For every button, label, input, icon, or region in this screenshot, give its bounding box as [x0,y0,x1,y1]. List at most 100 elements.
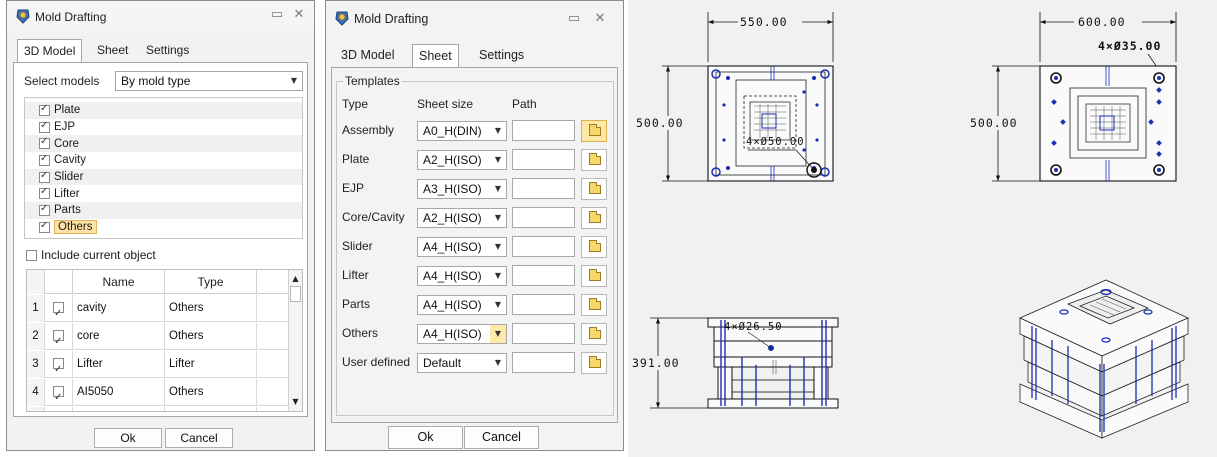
isometric-view [1019,279,1189,439]
tree-item-selected[interactable]: Others [25,219,302,236]
sheet-size-combo[interactable]: A0_H(DIN)▼ [417,121,507,141]
sheet-size-value: A4_H(ISO) [423,269,482,283]
tree-checkbox[interactable] [39,103,50,116]
sheet-size-combo[interactable]: A2_H(ISO)▼ [417,208,507,228]
path-input[interactable] [512,149,575,170]
include-current-object[interactable]: Include current object [26,248,156,262]
browse-button[interactable] [581,265,607,287]
table-row[interactable]: 1 cavity Others [27,295,289,327]
tree-checkbox[interactable] [39,203,50,216]
scroll-thumb[interactable] [290,286,301,302]
row-checkbox[interactable] [53,328,64,355]
tree-item[interactable]: Core [25,135,302,153]
path-input[interactable] [512,294,575,315]
sheet-size-combo[interactable]: A4_H(ISO)▼ [417,237,507,257]
top-left-plan-view: 550.00 500.00 [636,12,834,182]
row-number: 1 [27,295,45,322]
title-bar[interactable]: Mold Drafting ▭ ✕ [7,1,314,31]
close-icon[interactable]: ✕ [594,11,606,26]
ok-button[interactable]: Ok [388,426,463,449]
sheet-size-combo[interactable]: A2_H(ISO)▼ [417,150,507,170]
tree-checkbox[interactable] [39,170,50,183]
path-input[interactable] [512,207,575,228]
sheet-size-combo[interactable]: A4_H(ISO)▼ [417,266,507,286]
path-input[interactable] [512,265,575,286]
cancel-button[interactable]: Cancel [464,426,539,449]
title-bar[interactable]: Mold Drafting ▭ ✕ [326,1,623,31]
tree-item[interactable]: Slider [25,168,302,186]
tree-checkbox[interactable] [39,186,50,200]
tree-checkbox[interactable] [39,220,50,233]
browse-button[interactable] [581,149,607,171]
browse-button[interactable] [581,323,607,345]
tab-sheet[interactable]: Sheet [412,44,459,69]
tree-checkbox[interactable] [39,153,50,166]
sheet-size-value: A2_H(ISO) [423,153,482,167]
folder-icon [589,356,601,368]
browse-button[interactable] [581,236,607,258]
row-extra [257,379,289,406]
browse-button[interactable] [581,352,607,374]
cancel-button[interactable]: Cancel [165,428,233,448]
pin-icon[interactable]: ▭ [567,11,581,26]
template-type: Assembly [342,123,395,137]
tab-settings[interactable]: Settings [479,48,525,62]
tab-sheet[interactable]: Sheet [97,43,129,57]
ok-button[interactable]: Ok [94,428,162,448]
tree-item[interactable]: EJP [25,119,302,136]
tree-item[interactable]: Lifter [25,185,302,202]
row-check-cell[interactable] [45,295,73,327]
tree-checkbox[interactable] [39,136,50,150]
path-input[interactable] [512,236,575,257]
tree-item-label: Others [54,220,97,235]
folder-icon [589,269,601,281]
path-input[interactable] [512,352,575,373]
table-row[interactable]: 3 Lifter Lifter [27,351,289,383]
path-input[interactable] [512,323,575,344]
table-row[interactable]: 2 core Others [27,323,289,355]
chevron-down-icon: ▼ [494,184,501,193]
grid-header-type[interactable]: Type [165,270,257,294]
template-type: User defined [342,355,411,369]
template-type: Parts [342,297,371,311]
row-check-cell[interactable] [45,407,73,411]
table-row[interactable] [27,407,289,411]
row-name: AI5050 [73,379,165,406]
tree-item[interactable]: Plate [25,102,302,119]
templates-group: Templates Type Sheet size Path Assembly … [336,74,614,416]
browse-button[interactable] [581,207,607,229]
close-icon[interactable]: ✕ [293,7,305,22]
browse-button[interactable] [581,178,607,200]
pin-icon[interactable]: ▭ [270,7,284,22]
sheet-size-combo[interactable]: A3_H(ISO)▼ [417,179,507,199]
row-checkbox[interactable] [53,356,64,383]
tree-item[interactable]: Parts [25,202,302,219]
row-checkbox[interactable] [53,384,64,411]
grid-header-name[interactable]: Name [73,270,165,294]
grid-scrollbar[interactable]: ▲ ▼ [288,270,302,411]
row-check-cell[interactable] [45,351,73,383]
tab-3d-model[interactable]: 3D Model [341,48,395,62]
tree-checkbox[interactable] [39,120,50,133]
grid-header-num [27,270,45,294]
sheet-size-combo[interactable]: A4_H(ISO)▼ [417,324,507,344]
sheet-size-combo[interactable]: A4_H(ISO)▼ [417,295,507,315]
select-models-combo[interactable]: By mold type ▼ [115,71,303,91]
table-row[interactable]: 4 AI5050 Others [27,379,289,411]
scroll-up-icon[interactable]: ▲ [292,274,299,283]
dim-height-tl: 500.00 [636,116,684,130]
path-input[interactable] [512,120,575,141]
include-current-checkbox[interactable] [26,249,37,261]
tree-item[interactable]: Cavity [25,152,302,169]
row-checkbox[interactable] [53,300,64,327]
browse-button[interactable] [581,120,607,142]
row-check-cell[interactable] [45,323,73,355]
scroll-down-icon[interactable]: ▼ [292,397,299,406]
row-check-cell[interactable] [45,379,73,411]
sheet-size-combo[interactable]: Default▼ [417,353,507,373]
browse-button[interactable] [581,294,607,316]
tab-3d-model[interactable]: 3D Model [17,39,83,64]
tab-settings[interactable]: Settings [146,43,190,57]
grid-header-check [45,270,73,294]
path-input[interactable] [512,178,575,199]
